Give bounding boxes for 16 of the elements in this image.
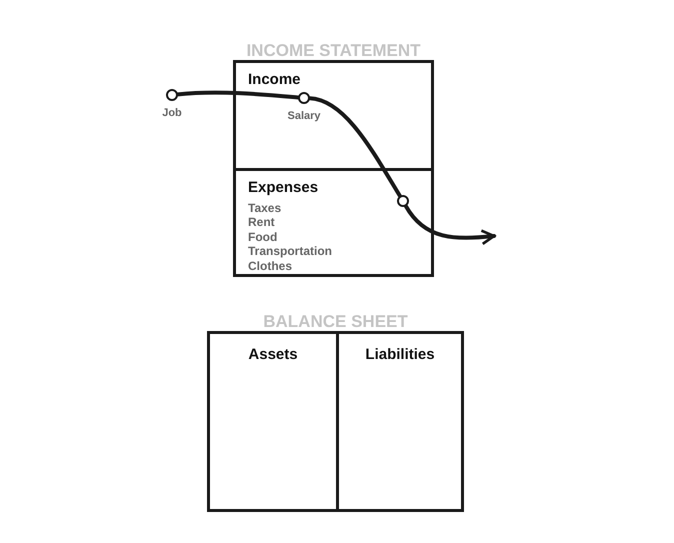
list-item: Food xyxy=(248,230,278,244)
list-item: Transportation xyxy=(248,244,332,258)
list-item: Taxes xyxy=(248,200,282,215)
list-item: Clothes xyxy=(248,258,292,273)
flow-line xyxy=(308,96,402,198)
section-heading: Liabilities xyxy=(365,345,435,365)
node-caption: Salary xyxy=(287,109,321,124)
section-heading: Expenses xyxy=(248,178,318,198)
section-title: INCOME STATEMENT xyxy=(246,40,421,62)
section-title: BALANCE SHEET xyxy=(263,311,408,333)
section-heading: Assets xyxy=(248,345,298,365)
node-caption: Job xyxy=(162,106,182,121)
flow-arrow xyxy=(404,204,496,246)
section-heading: Income xyxy=(248,70,301,90)
flow-line xyxy=(176,90,300,100)
list-item: Rent xyxy=(248,215,275,230)
